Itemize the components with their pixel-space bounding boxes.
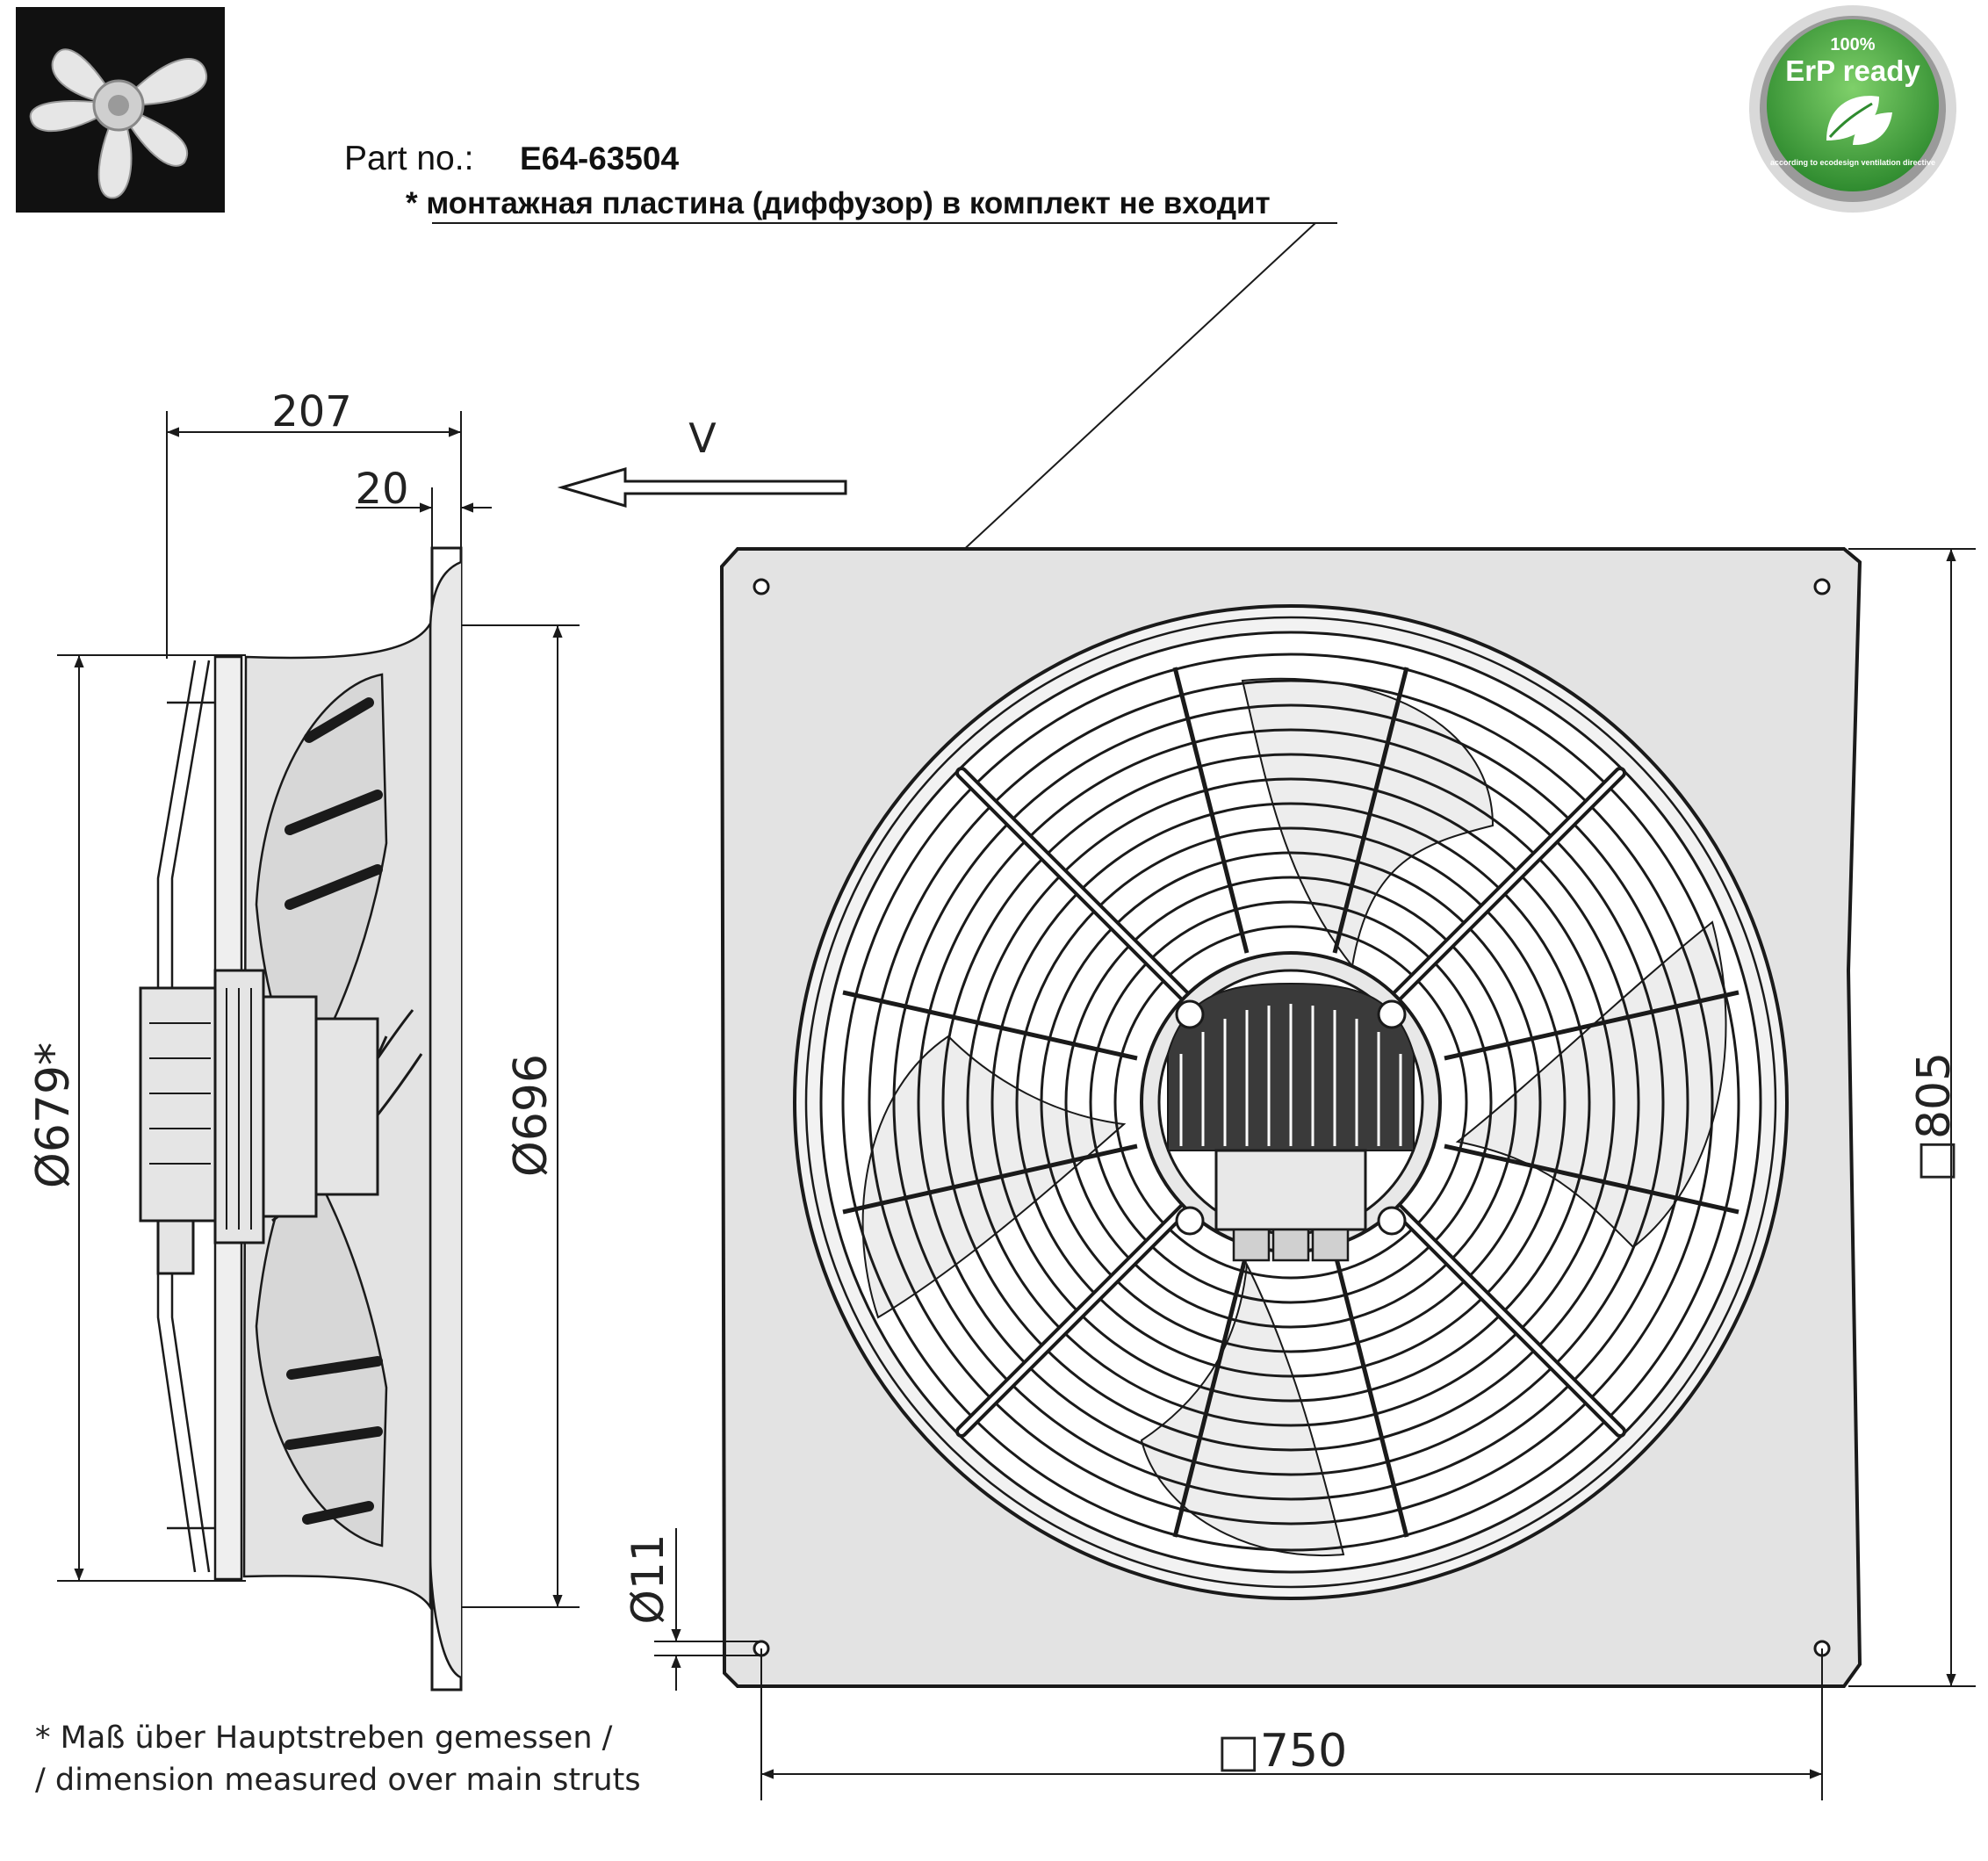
- part-label: Part no.:: [344, 140, 473, 177]
- dimension-lines-side: [57, 411, 580, 1608]
- badge-percent: 100%: [1830, 35, 1875, 54]
- dim-strut-diameter: Ø679*: [27, 1042, 80, 1188]
- cable-glands: [1232, 1228, 1350, 1262]
- dim-hole-diameter: Ø11: [623, 1534, 673, 1625]
- erp-badge: 100% ErP ready according to ecodesign ve…: [1749, 5, 1956, 213]
- guard-grill: [841, 653, 1740, 1552]
- badge-title: ErP ready: [1785, 54, 1920, 87]
- footnote-line1: * Maß über Hauptstreben gemessen /: [35, 1720, 613, 1756]
- part-number: E64-63504: [520, 141, 679, 177]
- airflow-label: V: [688, 415, 717, 462]
- dim-plate-width: □750: [1217, 1725, 1347, 1778]
- dimension-lines-front: [654, 548, 1976, 1800]
- leaf-icon: [1826, 96, 1892, 146]
- dim-plate-height: □805: [1908, 1052, 1961, 1182]
- dim-depth: 207: [271, 387, 352, 436]
- dim-plate-thickness: 20: [355, 465, 408, 514]
- dim-nozzle-diameter: Ø696: [505, 1054, 558, 1177]
- header-note: * монтажная пластина (диффузор) в компле…: [406, 186, 1271, 220]
- airflow-arrow: [557, 467, 847, 508]
- footnote-line2: / dimension measured over main struts: [35, 1763, 641, 1798]
- badge-subtitle: according to ecodesign ventilation direc…: [1770, 158, 1935, 167]
- product-photo: [16, 7, 225, 213]
- front-view: [719, 547, 1862, 1688]
- side-view: [139, 546, 463, 1691]
- terminal-box: [1214, 1149, 1367, 1231]
